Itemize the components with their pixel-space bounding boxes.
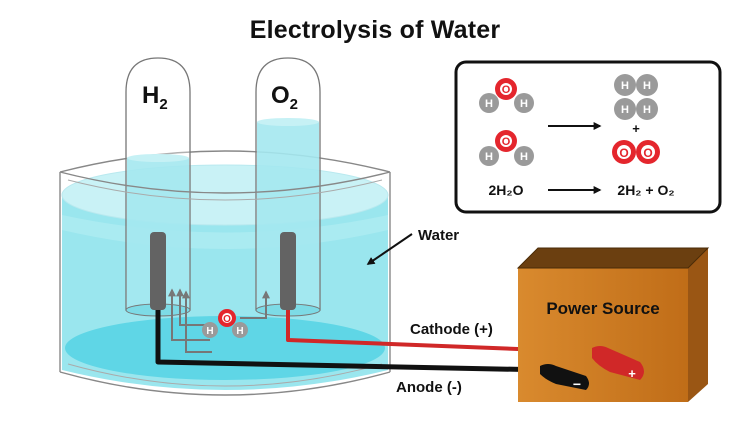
anode-electrode [150, 232, 166, 310]
oxygen-molecule: O O [612, 140, 660, 164]
water-molecule: O H H [202, 309, 248, 338]
hydrogen-molecule: H H [614, 74, 658, 96]
beaker [59, 150, 391, 390]
svg-text:H: H [485, 151, 493, 163]
positive-terminal-symbol: + [628, 366, 636, 381]
anode-wire [155, 310, 549, 373]
svg-text:H: H [520, 151, 528, 163]
water-surface [61, 164, 389, 226]
svg-text:O: O [619, 146, 628, 160]
cathode-label: Cathode (+) [410, 321, 493, 338]
beaker-front [59, 171, 391, 396]
svg-text:O: O [502, 84, 511, 96]
svg-text:H: H [236, 326, 243, 337]
bubble-arrow-icon [182, 290, 212, 353]
svg-text:O: O [223, 314, 231, 325]
water-label: Water [418, 227, 459, 244]
beaker-back-wall [59, 150, 391, 173]
svg-text:H: H [643, 104, 651, 116]
cathode-plug: + [592, 346, 644, 381]
pointer-arrow-icon [366, 233, 413, 265]
oxygen-tube-label: O2 [271, 82, 298, 113]
svg-text:H: H [621, 80, 629, 92]
reactant-molecule: O H H [479, 78, 534, 113]
bubble-arrows [168, 288, 270, 353]
anode-label: Anode (-) [396, 379, 462, 396]
diagram-title: Electrolysis of Water [249, 16, 501, 44]
reactant-molecule: O H H [479, 130, 534, 166]
svg-text:O: O [502, 136, 511, 148]
svg-text:O: O [643, 146, 652, 160]
svg-text:H: H [485, 98, 493, 110]
hydrogen-tube-label: H2 [142, 82, 168, 113]
product-plus-sign: + [632, 121, 640, 136]
bubble-arrow-icon [240, 290, 270, 319]
power-source-label: Power Source [546, 299, 659, 318]
svg-text:H: H [206, 326, 213, 337]
reaction-box: O H H O H H H H [454, 60, 722, 214]
svg-text:H: H [621, 104, 629, 116]
equation-reactant: 2H₂O [488, 182, 523, 198]
svg-text:H: H [520, 98, 528, 110]
anode-plug: − [540, 364, 589, 392]
svg-text:H: H [643, 80, 651, 92]
bubble-arrow-icon [176, 288, 208, 326]
hydrogen-molecule: H H [614, 98, 658, 120]
cathode-wire [286, 310, 597, 354]
power-source-box [516, 247, 710, 402]
cathode-electrode [280, 232, 296, 310]
equation-products: 2H₂ + O₂ [617, 182, 674, 198]
bubble-arrow-icon [168, 288, 210, 341]
negative-terminal-symbol: − [573, 376, 581, 392]
